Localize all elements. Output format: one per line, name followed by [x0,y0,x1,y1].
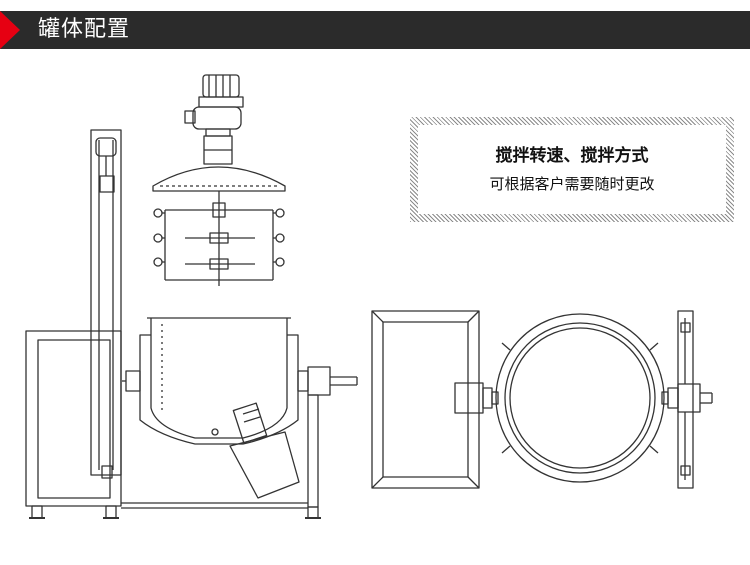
tank-body [139,317,299,445]
lifting-column [90,129,122,479]
support-post [307,394,319,508]
header-marker-icon [0,11,20,49]
top-view-column [677,310,694,489]
base-frame [29,502,321,519]
section-header: 罐体配置 [0,11,750,49]
top-view-cabinet [371,310,480,489]
right-pivot [297,366,358,396]
left-pivot [125,370,141,392]
note-box: 搅拌转速、搅拌方式 可根据客户需要随时更改 [410,117,734,222]
discharge-chute [229,402,300,499]
section-title: 罐体配置 [38,17,131,42]
note-heading: 搅拌转速、搅拌方式 [495,145,649,166]
motor-gearbox [184,74,244,165]
note-text: 可根据客户需要随时更改 [489,174,655,193]
control-cabinet [25,330,122,507]
top-view-tank [495,313,665,483]
note-inner: 搅拌转速、搅拌方式 可根据客户需要随时更改 [418,125,726,214]
side-view [25,74,358,519]
agitator [153,191,285,286]
tank-lid [152,166,286,192]
top-view [371,310,713,489]
